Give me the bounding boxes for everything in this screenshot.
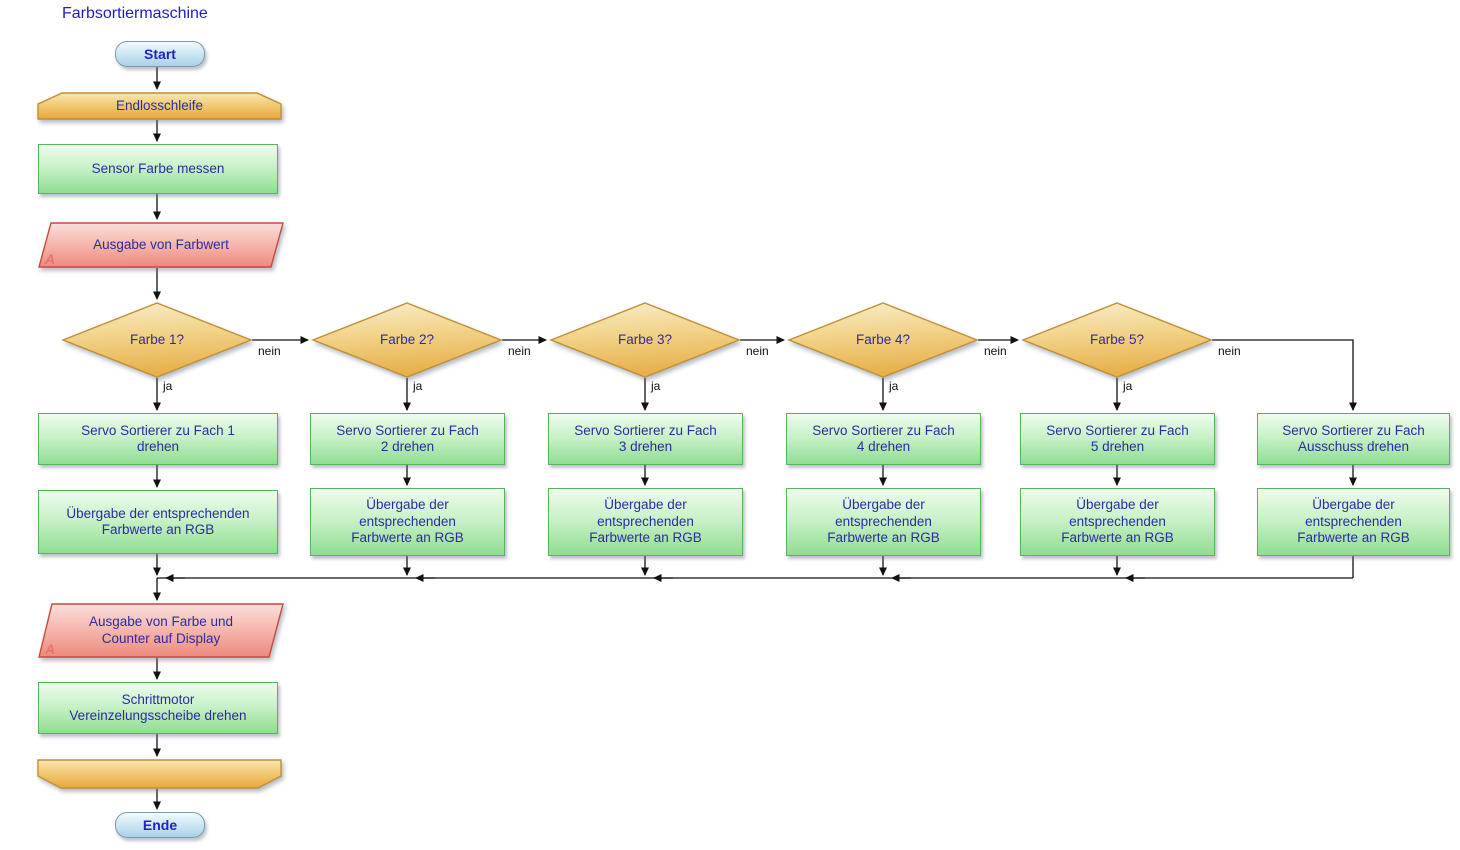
process-servo-ausschuss-label: Servo Sortierer zu Fach Ausschuss drehen — [1282, 422, 1425, 455]
io-output-colour-value: Ausgabe von Farbwert A — [38, 222, 284, 268]
loop-end-label — [37, 759, 282, 789]
branch-nein-1: nein — [258, 344, 281, 358]
process-servo-1-label: Servo Sortierer zu Fach 1 drehen — [81, 422, 235, 455]
branch-nein-2: nein — [508, 344, 531, 358]
io-output-display: Ausgabe von Farbe und Counter auf Displa… — [38, 603, 284, 658]
start-terminator: Start — [115, 41, 205, 67]
process-servo-4-label: Servo Sortierer zu Fach 4 drehen — [812, 422, 955, 455]
decision-farbe-2: Farbe 2? — [311, 302, 503, 378]
decision-farbe-1-label: Farbe 1? — [129, 331, 185, 347]
decision-farbe-1: Farbe 1? — [61, 302, 253, 378]
branch-nein-3: nein — [746, 344, 769, 358]
process-transfer-2: Übergabe der entsprechenden Farbwerte an… — [310, 488, 505, 556]
decision-farbe-5: Farbe 5? — [1021, 302, 1213, 378]
io-output-colour-value-label: Ausgabe von Farbwert — [93, 236, 229, 252]
process-transfer-ausschuss: Übergabe der entsprechenden Farbwerte an… — [1257, 488, 1450, 556]
loop-end-shape — [37, 759, 282, 789]
process-servo-2: Servo Sortierer zu Fach 2 drehen — [310, 413, 505, 465]
process-transfer-5: Übergabe der entsprechenden Farbwerte an… — [1020, 488, 1215, 556]
branch-ja-2: ja — [413, 379, 423, 393]
process-transfer-1-label: Übergabe der entsprechenden Farbwerte an… — [66, 505, 250, 538]
diagram-title: Farbsortiermaschine — [62, 5, 208, 22]
process-servo-3-label: Servo Sortierer zu Fach 3 drehen — [574, 422, 717, 455]
process-transfer-4: Übergabe der entsprechenden Farbwerte an… — [786, 488, 981, 556]
decision-farbe-3-label: Farbe 3? — [617, 331, 673, 347]
process-transfer-4-label: Übergabe der entsprechenden Farbwerte an… — [827, 497, 940, 546]
process-servo-5: Servo Sortierer zu Fach 5 drehen — [1020, 413, 1215, 465]
process-servo-4: Servo Sortierer zu Fach 4 drehen — [786, 413, 981, 465]
branch-ja-4: ja — [889, 379, 899, 393]
branch-ja-5: ja — [1123, 379, 1133, 393]
decision-farbe-2-label: Farbe 2? — [379, 331, 435, 347]
decision-farbe-4-label: Farbe 4? — [855, 331, 911, 347]
process-servo-5-label: Servo Sortierer zu Fach 5 drehen — [1046, 422, 1189, 455]
end-label: Ende — [142, 816, 178, 833]
start-label: Start — [144, 45, 176, 62]
branch-nein-4: nein — [984, 344, 1007, 358]
process-transfer-2-label: Übergabe der entsprechenden Farbwerte an… — [351, 497, 464, 546]
end-terminator: Ende — [115, 812, 205, 838]
process-transfer-5-label: Übergabe der entsprechenden Farbwerte an… — [1061, 497, 1174, 546]
io-output-display-label: Ausgabe von Farbe und Counter auf Displa… — [88, 614, 234, 646]
process-stepper-label: Schrittmotor Vereinzelungsscheibe drehen — [69, 691, 247, 724]
process-stepper: Schrittmotor Vereinzelungsscheibe drehen — [38, 682, 278, 734]
process-servo-3: Servo Sortierer zu Fach 3 drehen — [548, 413, 743, 465]
process-transfer-3-label: Übergabe der entsprechenden Farbwerte an… — [589, 497, 702, 546]
io-marker-a: A — [45, 251, 56, 267]
branch-ja-3: ja — [651, 379, 661, 393]
process-sensor-label: Sensor Farbe messen — [91, 160, 225, 176]
decision-farbe-4: Farbe 4? — [787, 302, 979, 378]
branch-nein-5: nein — [1218, 344, 1241, 358]
loop-start-label: Endlosschleife — [115, 97, 204, 113]
process-sensor: Sensor Farbe messen — [38, 144, 278, 194]
loop-start-shape: Endlosschleife — [37, 92, 282, 120]
decision-farbe-3: Farbe 3? — [549, 302, 741, 378]
process-servo-2-label: Servo Sortierer zu Fach 2 drehen — [336, 422, 479, 455]
process-transfer-3: Übergabe der entsprechenden Farbwerte an… — [548, 488, 743, 556]
branch-ja-1: ja — [163, 379, 173, 393]
process-servo-ausschuss: Servo Sortierer zu Fach Ausschuss drehen — [1257, 413, 1450, 465]
process-servo-1: Servo Sortierer zu Fach 1 drehen — [38, 413, 278, 465]
decision-farbe-5-label: Farbe 5? — [1089, 331, 1145, 347]
io-marker-a-2: A — [45, 641, 56, 657]
process-transfer-1: Übergabe der entsprechenden Farbwerte an… — [38, 490, 278, 554]
process-transfer-ausschuss-label: Übergabe der entsprechenden Farbwerte an… — [1297, 497, 1410, 546]
